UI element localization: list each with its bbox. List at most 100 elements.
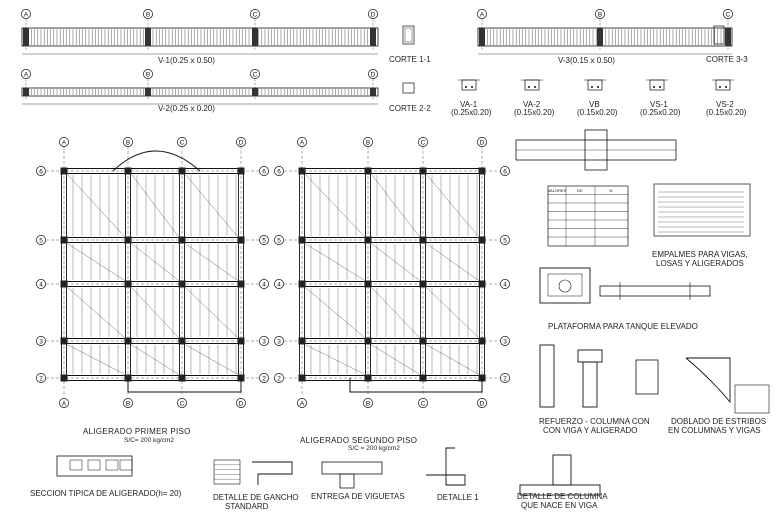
corte-3-3-label: CORTE 3-3 — [706, 55, 748, 64]
plan2-column — [364, 337, 372, 345]
entrega-apoyo — [339, 473, 355, 489]
beam-v1-outline — [21, 27, 379, 47]
plan2-bubble-right-2-text: 2 — [503, 375, 507, 382]
plan2-bubble-left-6 — [274, 166, 284, 176]
empalme-column — [584, 129, 608, 171]
refuerzo-label-1: REFUERZO - COLUMNA CON — [539, 417, 650, 426]
plan1-bubble-bottom-d-text: D — [239, 400, 244, 407]
plan2-panel-diag — [305, 287, 365, 338]
columna-viga-column — [552, 454, 572, 486]
plan1-bubble-bottom-b-text: B — [126, 400, 130, 407]
plan1-column — [124, 337, 132, 345]
beam-v2-axis-bubble-a — [21, 69, 31, 79]
plan2-column — [478, 280, 486, 288]
section-vb-dim: (0.15x0.20) — [577, 108, 618, 117]
plan1-panel-diag — [67, 174, 125, 237]
plan1-bubble-top-c — [177, 137, 187, 147]
plan2-panel-diag — [305, 243, 365, 281]
seccion-ladrillo — [87, 459, 101, 471]
gancho-table — [213, 459, 241, 485]
beam-v1-axis-bubble-b — [143, 9, 153, 19]
plan1-column — [124, 280, 132, 288]
plan2-bubble-bottom-c — [418, 398, 428, 408]
plan1-bubble-left-6 — [36, 166, 46, 176]
corte-2-2-label: CORTE 2-2 — [389, 104, 431, 113]
plataforma-inner — [547, 273, 583, 297]
plan1-column — [178, 167, 186, 175]
plan1-column — [178, 374, 186, 382]
section-vs1-name: VS-1 — [650, 100, 668, 109]
section-vs1-dim: (0.25x0.20) — [640, 108, 681, 117]
beam-v1-label: V-1(0.25 x 0.50) — [158, 56, 215, 65]
plan2-column — [478, 236, 486, 244]
plan2-bubble-bottom-d-text: D — [480, 400, 485, 407]
plan1-column — [124, 167, 132, 175]
plan1-bubble-top-b — [123, 137, 133, 147]
plan1-bubble-bottom-a — [59, 398, 69, 408]
section-va2-dim: (0.15x0.20) — [514, 108, 555, 117]
corte-1-1-core — [404, 27, 413, 43]
rebar-dot — [534, 86, 536, 88]
plan2-bubble-top-b — [363, 137, 373, 147]
beam-v2-column — [145, 88, 151, 96]
doblado-label-2: EN COLUMNAS Y VIGAS — [668, 426, 761, 435]
rebar-dot — [719, 86, 721, 88]
plan2-bubble-left-6-text: 6 — [277, 168, 281, 175]
doblado-legend — [734, 384, 770, 414]
rebar-dot — [528, 86, 530, 88]
plan1-bubble-top-c-text: C — [180, 139, 185, 146]
plan1-panel-diag — [185, 344, 238, 375]
plan1-column — [60, 167, 68, 175]
beam-v1-axis-bubble-d-text: D — [371, 11, 376, 18]
plan-first-load: S/C= 200 kg/cm2 — [124, 437, 175, 444]
plan1-bubble-right-4 — [259, 279, 269, 289]
refuerzo-column-2 — [582, 361, 598, 408]
plan2-bubble-left-2 — [274, 373, 284, 383]
rebar-dot — [725, 86, 727, 88]
plan1-bubble-left-3 — [36, 336, 46, 346]
plan2-bubble-right-3-text: 3 — [503, 338, 507, 345]
gancho-label-2: STANDARD — [225, 502, 269, 511]
plan1-panel-diag — [185, 174, 238, 237]
plataforma-plan — [539, 267, 591, 304]
beam-v1-axis-bubble-c-text: C — [253, 11, 258, 18]
beam-v1-axis-bubble-c — [250, 9, 260, 19]
plan2-bubble-left-3-text: 3 — [277, 338, 281, 345]
plan2-bubble-right-3 — [500, 336, 510, 346]
plan2-panel-diag — [371, 344, 420, 375]
plan1-bubble-bottom-c — [177, 398, 187, 408]
seccion-aligerado-outline — [56, 455, 133, 477]
plan2-bubble-right-5-text: 5 — [503, 237, 507, 244]
beam-v2-outline — [21, 87, 379, 97]
beam-v1-axis-bubble-b-text: B — [146, 11, 150, 18]
plan1-bubble-bottom-a-text: A — [62, 400, 67, 407]
beam-v1-column — [23, 28, 29, 46]
beam-v2-column — [370, 88, 376, 96]
plan2-bubble-left-4-text: 4 — [277, 281, 281, 288]
plan1-column — [237, 167, 245, 175]
rebar-dot — [597, 86, 599, 88]
plan1-panel-diag — [67, 344, 125, 375]
plan2-bubble-right-4-text: 4 — [503, 281, 507, 288]
section-vs2-name: VS-2 — [716, 100, 734, 109]
plan2-column — [419, 167, 427, 175]
plan1-panel-diag — [131, 344, 179, 375]
entrega-label: ENTREGA DE VIGUETAS — [311, 492, 405, 501]
plan2-bubble-bottom-b-text: B — [366, 400, 370, 407]
plan1-bubble-left-6-text: 6 — [39, 168, 43, 175]
plan2-bubble-left-5 — [274, 235, 284, 245]
plan1-bubble-top-a — [59, 137, 69, 147]
beam-v1-axis-bubble-a-text: A — [24, 11, 29, 18]
plan1-bubble-left-3-text: 3 — [39, 338, 43, 345]
plan1-column — [237, 236, 245, 244]
seccion-label: SECCION TIPICA DE ALIGERADO(h= 20) — [30, 489, 182, 498]
tank-opening — [558, 279, 572, 293]
plan2-panel-diag — [305, 344, 365, 375]
section-va1-dim: (0.25x0.20) — [451, 108, 492, 117]
notes-box — [653, 183, 751, 237]
plan1-bubble-left-5-text: 5 — [39, 237, 43, 244]
plan-first-title: ALIGERADO PRIMER PISO — [83, 427, 191, 436]
beam-v3-axis-bubble-b — [595, 9, 605, 19]
